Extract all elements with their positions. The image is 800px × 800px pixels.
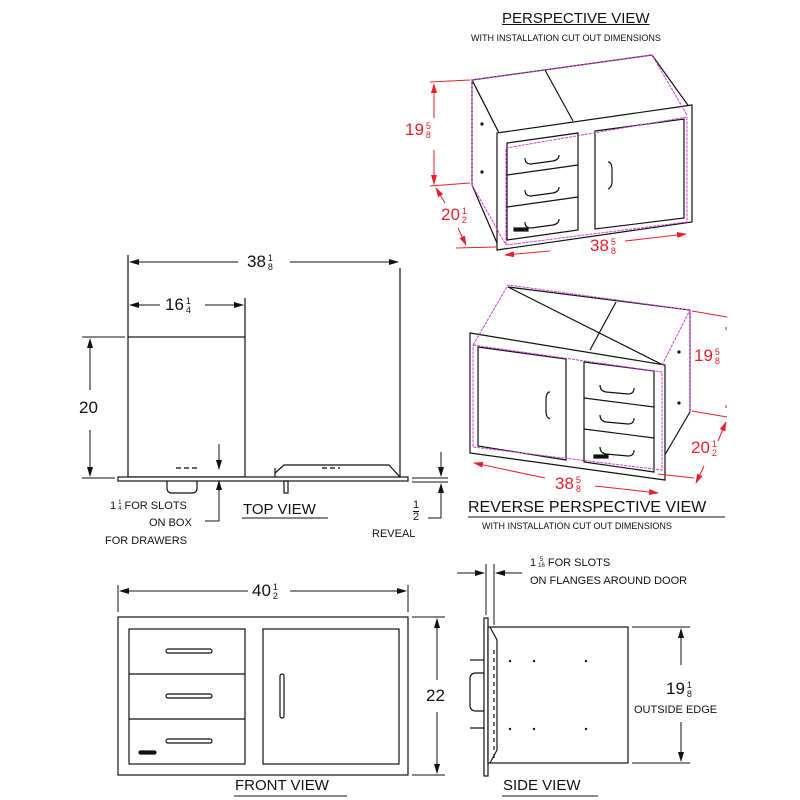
top-view-title: TOP VIEW <box>243 501 316 518</box>
top-reveal-label: REVEAL <box>372 528 416 540</box>
top-slots-note-line3: FOR DRAWERS <box>105 535 188 547</box>
perspective-view-drawing <box>471 54 693 251</box>
perspective-view-title: PERSPECTIVE VIEW <box>502 10 650 27</box>
reverse-perspective-title: REVERSE PERSPECTIVE VIEW <box>468 499 707 516</box>
perspective-view-subtitle: WITH INSTALLATION CUT OUT DIMENSIONS <box>471 33 661 43</box>
perspective-dimensions <box>429 79 687 258</box>
side-slots-note-line2: ON FLANGES AROUND DOOR <box>530 575 688 587</box>
side-view-dimensions <box>457 564 690 764</box>
perspective-cutout-outline <box>471 54 688 246</box>
top-slots-note-line2: ON BOX <box>149 517 192 529</box>
top-view-dimensions <box>82 259 448 522</box>
reverse-perspective-drawing <box>469 286 691 481</box>
front-view-title: FRONT VIEW <box>235 777 329 794</box>
side-view-drawing <box>469 617 629 777</box>
top-depth-dimension: 20 <box>79 398 98 417</box>
reverse-perspective-subtitle: WITH INSTALLATION CUT OUT DIMENSIONS <box>482 521 672 531</box>
side-view-title: SIDE VIEW <box>503 777 581 794</box>
side-view-rivets <box>508 659 588 731</box>
top-view-drawing <box>117 255 409 494</box>
front-view-dimensions <box>117 585 445 776</box>
top-reveal-fraction: 1 2 <box>413 499 420 523</box>
front-view-drawing <box>117 616 409 776</box>
reverse-cutout-outline <box>472 284 691 471</box>
reverse-dimensions <box>473 310 728 495</box>
front-height-dimension: 22 <box>426 686 445 705</box>
side-height-label: OUTSIDE EDGE <box>634 704 718 716</box>
